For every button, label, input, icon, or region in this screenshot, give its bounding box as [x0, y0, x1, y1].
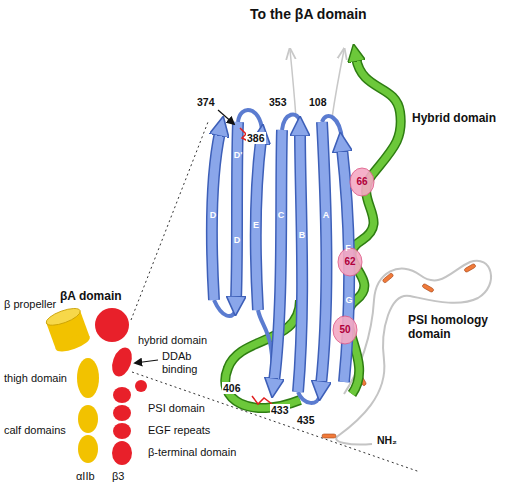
domain-label: hybrid domain	[138, 334, 207, 347]
strand-letter: D'	[234, 151, 243, 160]
beta-strand	[274, 130, 282, 382]
strand-edge	[298, 132, 302, 392]
thigh-domain	[77, 358, 99, 398]
binding-note: DDAb binding	[162, 350, 212, 375]
betaA-domain	[95, 308, 129, 342]
pointer-arrow	[135, 360, 158, 363]
psi-domain	[135, 380, 147, 392]
calf-domain	[78, 435, 98, 463]
residue-number: 353	[268, 96, 288, 108]
loop	[214, 300, 236, 316]
residue-number: 386	[246, 132, 266, 144]
residue-number: 374	[196, 96, 216, 108]
disulfide-marker	[382, 273, 394, 284]
domain-label: βA domain	[60, 290, 122, 304]
domain-label: EGF repeats	[148, 424, 210, 437]
domain-label: PSI homology domain	[408, 314, 504, 342]
propeller-cylinder	[44, 305, 92, 355]
beta-sheet	[212, 110, 349, 403]
strand-edge	[321, 122, 326, 385]
heading-label: To the βA domain	[250, 6, 367, 22]
direction-arrow	[290, 50, 296, 118]
egf-repeat	[113, 387, 131, 403]
terminus-label: NH₂	[376, 434, 398, 446]
strand-letter: E	[253, 221, 259, 230]
terminal-domain	[112, 441, 132, 465]
site-number: 66	[356, 177, 367, 187]
disulfide-marker	[464, 263, 476, 272]
subunit-label: β3	[112, 470, 124, 483]
domain-label: PSI domain	[148, 402, 205, 415]
integrin-schematic	[44, 305, 158, 465]
subunit-label: αIIb	[76, 470, 95, 483]
hybrid-strand-edge	[348, 58, 401, 394]
disulfide-marker	[422, 283, 434, 292]
hybrid-domain	[108, 345, 135, 379]
loop	[282, 114, 300, 130]
calf-domain	[78, 405, 98, 433]
propeller-base	[54, 331, 92, 355]
strand-letter: G	[345, 296, 352, 305]
beta-strand	[321, 122, 326, 385]
pointer-arrow	[218, 110, 234, 124]
residue-number: 435	[296, 414, 316, 426]
site-marker	[333, 316, 357, 344]
strand-letter: D	[210, 211, 217, 220]
site-number: 62	[344, 257, 355, 267]
loop	[298, 392, 320, 403]
strand-letter: F	[345, 244, 351, 253]
site-marker	[350, 168, 374, 196]
egf-repeat	[113, 405, 131, 421]
egf-repeat	[113, 423, 131, 439]
residue-number: 433	[270, 404, 290, 416]
domain-label: β-terminal domain	[148, 446, 236, 459]
site-number: 50	[339, 325, 350, 335]
direction-arrow	[332, 50, 344, 118]
beta-strand	[298, 132, 302, 392]
strand-letter: C	[278, 211, 285, 220]
domain-label: calf domains	[4, 424, 66, 437]
strand-letter: B	[299, 231, 306, 240]
disulfide-bond	[252, 396, 272, 404]
domain-label: Hybrid domain	[412, 112, 496, 126]
strand-letter: A	[323, 211, 330, 220]
strand-edge	[236, 122, 238, 300]
residue-number: 108	[308, 96, 328, 108]
disulfide-marker	[322, 434, 336, 438]
domain-label: thigh domain	[4, 372, 67, 385]
hybrid-strand	[348, 58, 401, 394]
beta-strand	[236, 122, 238, 300]
strand-letter: D	[234, 236, 241, 245]
zoom-line	[132, 372, 420, 472]
zoom-line	[131, 122, 208, 320]
residue-number: 406	[222, 382, 242, 394]
strand-edge	[274, 130, 282, 382]
domain-label: β propeller	[4, 298, 56, 311]
